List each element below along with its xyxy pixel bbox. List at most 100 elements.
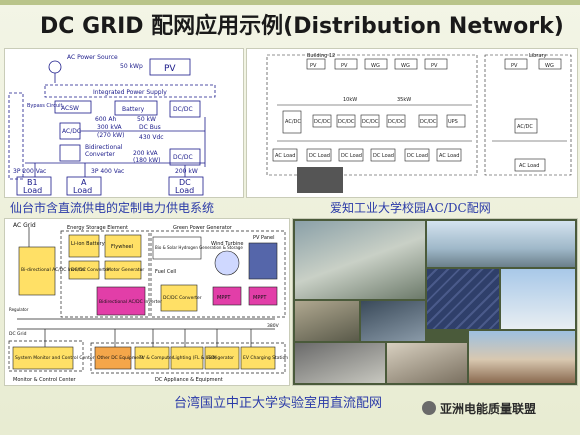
tw-green-power: Green Power Generator [173,225,233,231]
tw-bio-solar: Bio & Solar Hydrogen Generation & Storag… [155,245,243,250]
caption-aichi: 爱知工业大学校园AC/DC配网 [330,201,491,215]
sendai-bypass-label: Bypass Circuit [27,103,63,109]
aichi-acdc-2: AC/DC [517,124,533,130]
aichi-building: Building 12 [307,53,335,59]
sendai-dcdc-bottom: DC/DC [173,154,193,161]
sendai-b1: B1 [27,178,38,187]
lab-photo-cabinet [387,343,467,383]
sendai-diagram-svg: AC Power Source PV 50 kWp Integrated Pow… [8,54,216,196]
aichi-pv-2: PV [341,63,348,69]
watermark-text: 亚洲电能质量联盟 [440,402,537,416]
sendai-dcdc-top: DC/DC [173,106,193,113]
sendai-kva300: 300 kVA [97,124,123,131]
tw-system-monitor: System Monitor and Control Center [15,355,95,361]
slide-title: DC GRID 配网应用示例(Distribution Network) [40,14,564,39]
tw-bidir-acdc: Bidirectional AC/DC Inverter [99,299,162,305]
lab-photo-main [295,221,425,299]
sendai-diagram: AC Power Source PV 50 kWp Integrated Pow… [4,48,244,198]
taiwan-diagram: AC Grid Energy Storage Element Green Pow… [4,218,290,386]
aichi-ac-load-1: AC Load [275,153,295,159]
sendai-battery-kw: 50 kW [137,116,156,123]
aichi-dc-load-4: DC Load [407,153,428,159]
sendai-3p200: 3P 200 Vac [13,168,46,175]
sendai-converter-label: Converter [85,151,115,158]
top-accent-bar [0,0,580,5]
aichi-ups: UPS [448,119,458,125]
sendai-integrated-label: Integrated Power Supply [93,89,167,96]
lab-photo-rack [295,343,385,383]
tw-dc-appliance: DC Appliance & Equipment [155,377,223,383]
sendai-kva270: (270 kW) [97,132,124,139]
sendai-3p400: 3P 400 Vac [91,168,124,175]
lab-photo-bench [295,301,359,341]
aichi-ac-load-2: AC Load [439,153,459,159]
tw-other-dc: Other DC Equipment [97,355,144,361]
sendai-a-load: Load [73,186,92,195]
tw-tv-computer: TV & Computer [138,355,174,361]
aichi-wg-2: WG [401,63,410,69]
sendai-kw200: 200 kW [175,168,198,175]
aichi-dcdc-4: DC/DC [388,119,405,125]
building-photo [469,331,575,383]
aichi-wg-1: WG [371,63,380,69]
sendai-acdc-label: AC/DC [62,128,81,135]
sendai-a: A [81,178,87,187]
lab-photo-screens [427,221,575,267]
photo-collage [292,218,578,386]
tw-ac-grid: AC Grid [13,222,36,229]
sendai-acsw-label: ACSW [61,105,79,112]
sendai-pv-label: PV [164,64,176,74]
aichi-acdc-1: AC/DC [285,119,301,125]
aichi-diagram-svg: Building 12 Library PV PV WG WG PV PV WG… [266,53,572,193]
tw-wind-turbine: Wind Turbine [211,241,243,247]
tw-mppt-1: MPPT [217,295,231,301]
sendai-b1-load: Load [23,186,42,195]
taiwan-diagram-svg: AC Grid Energy Storage Element Green Pow… [8,222,288,383]
tw-mppt-2: MPPT [253,295,267,301]
tw-energy-storage: Energy Storage Element [67,225,128,231]
tw-lighting: Lighting (FL & LED) [173,355,217,361]
tw-refrigerator: Refrigerator [207,355,234,361]
tw-ev-charging: EV Charging Station [243,355,288,361]
wechat-icon [422,401,436,415]
sendai-dcbus-label: DC Bus [139,124,161,131]
sendai-battery-ah: 600 Ah [95,116,116,123]
aichi-ac-load-3: AC Load [519,163,539,169]
aichi-dc-load-2: DC Load [341,153,362,159]
tw-flywheel: Flywheel [111,244,133,250]
aichi-library: Library [529,53,547,59]
tw-bidir-inv: Bi-directional AC/DC Inverter [21,267,86,273]
tw-motor-gen: Motor Generator [107,267,144,273]
aichi-dcdc-1: DC/DC [314,119,331,125]
aichi-diagram: Building 12 Library PV PV WG WG PV PV WG… [246,48,578,198]
tw-dc-grid: DC Grid [9,331,27,337]
sendai-kw180: (180 kW) [133,157,160,164]
lab-photo-equipment [361,301,425,341]
watermark: 亚洲电能质量联盟 [422,400,572,420]
tw-li-ion: Li-ion Battery [71,241,105,247]
sendai-pv-kw: 50 kWp [120,63,143,70]
tw-380v: 380V [267,323,280,329]
pv-panel-photo [427,269,499,329]
aichi-pv-4: PV [511,63,518,69]
tw-dcdc-conv: DC/DC Converter [71,267,110,273]
aichi-pv-3: PV [431,63,438,69]
aichi-dcdc-3: DC/DC [362,119,379,125]
sendai-dc-load: Load [175,186,194,195]
caption-taiwan: 台湾国立中正大学实验室用直流配网 [174,396,383,411]
aichi-dc-load-1: DC Load [309,153,330,159]
tw-regulator: Regulator [9,307,29,312]
caption-sendai: 仙台市含直流供电的定制电力供电系统 [10,201,215,215]
aichi-kw35: 35kW [397,97,411,103]
aichi-dcdc-5: DC/DC [420,119,437,125]
tw-monitor-center: Monitor & Control Center [13,377,77,383]
sendai-ac-source-label: AC Power Source [67,54,118,61]
aichi-pv-1: PV [310,63,317,69]
aichi-dc-load-3: DC Load [373,153,394,159]
tw-fuel-cell: Fuel Cell [155,269,176,275]
sendai-dcbus-v: 430 Vdc [139,134,164,141]
aichi-dcdc-2: DC/DC [338,119,355,125]
aichi-kw10: 10kW [343,97,357,103]
sendai-dc: DC [179,178,191,187]
